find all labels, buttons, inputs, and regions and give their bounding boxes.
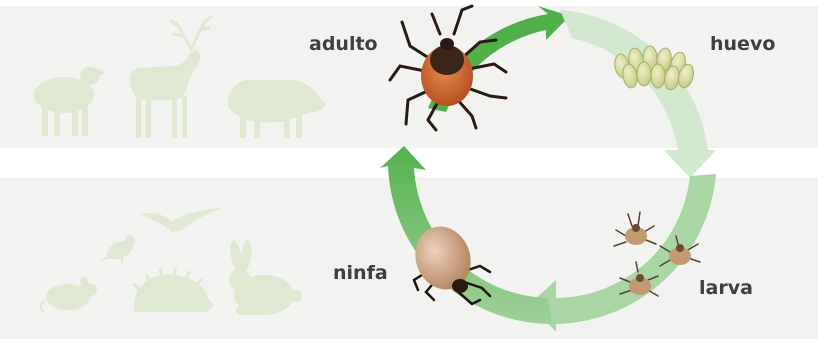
stage-label-egg: huevo — [710, 33, 775, 55]
sheep-icon — [34, 67, 104, 136]
small-bird-icon — [98, 235, 136, 265]
adult-hosts — [34, 16, 326, 138]
stage-label-adult: adulto — [309, 33, 378, 55]
mouse-icon — [40, 277, 97, 312]
boar-icon — [228, 80, 326, 138]
arrow-egg-to-larva — [560, 10, 716, 178]
stage-label-larva: larva — [699, 277, 753, 299]
deer-icon — [130, 16, 212, 138]
seagull-icon — [140, 208, 222, 232]
stage-label-nymph: ninfa — [333, 262, 388, 284]
immature-hosts — [40, 208, 302, 315]
adult-tick-icon — [390, 6, 506, 130]
rabbit-icon — [228, 239, 302, 315]
hedgehog-icon — [134, 267, 214, 312]
